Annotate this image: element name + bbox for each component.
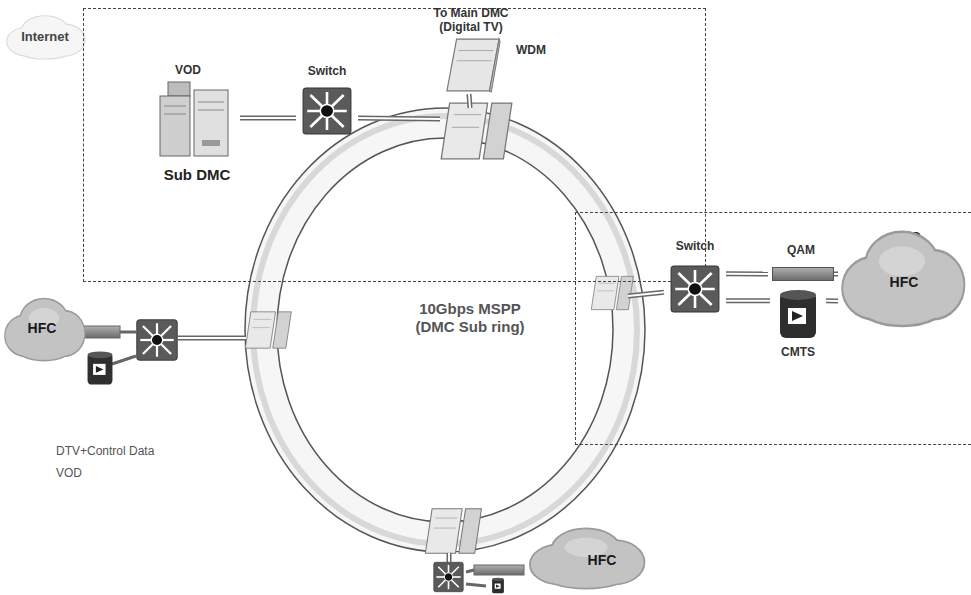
node-label: VOD [175,63,201,77]
link-line [358,118,440,119]
sub-dmc-region: Sub DMC VOD Switch To Main DMC (Digital TV)… [83,8,706,282]
vod-symbol [158,80,233,158]
mspp-node [441,103,512,159]
switch-symbol [434,562,463,591]
note-label: VOD [56,466,82,480]
node-label: HFC [28,320,57,337]
vod-server: VOD [150,62,240,162]
qam-symbol [84,326,120,338]
hfc-cloud: HFC [2,296,86,362]
cloud-shape [526,526,646,590]
hfc-cloud: HFC [838,228,966,328]
qam-symbol [772,267,834,281]
cmts-symbol [88,351,113,384]
link-line [726,300,770,301]
mspp-node [245,312,291,348]
sw-symbol [669,264,721,314]
link-line [628,292,664,296]
node-label: To Main DMC (Digital TV) [421,6,521,35]
node-label: CMTS [781,345,815,359]
node-label: HFC [890,274,919,291]
node-label: 10Gbps MSPP (DMC Sub ring) [408,300,533,336]
link-line [826,300,838,301]
wdm: To Main DMC (Digital TV) WDM [405,2,565,94]
left-site-links [112,332,246,364]
node-label: Switch [308,64,347,78]
so-region: SOSwitchQAMCMTSHFC [575,212,971,445]
mspp-node [425,509,481,553]
sw-symbol [301,86,353,136]
switch: Switch [296,62,358,142]
switch-symbol [137,320,177,360]
internet-cloud: Internet [4,14,86,60]
cmts-symbol [492,578,504,594]
node-label: WDM [516,43,546,57]
cmts-symbol [778,288,818,340]
cmts: CMTS [770,286,826,364]
node-label: QAM [787,243,815,257]
note-label: DTV+Control Data [56,444,154,458]
hfc-cloud: HFC [526,526,646,590]
mspp-ring: 10Gbps MSPP (DMC Sub ring) [245,108,645,552]
node-label: Sub DMC [164,166,231,184]
link-line [726,273,768,274]
link-line [834,274,838,275]
switch: Switch [664,236,726,320]
link-line [240,118,296,119]
msp-ring [245,108,645,552]
node-label: Switch [676,239,715,253]
qam: QAM [768,240,834,284]
node-label: Internet [21,29,69,45]
qam-symbol [474,565,524,575]
wdm-symbol [445,38,501,92]
link-line [469,94,470,108]
node-label: HFC [588,552,617,569]
